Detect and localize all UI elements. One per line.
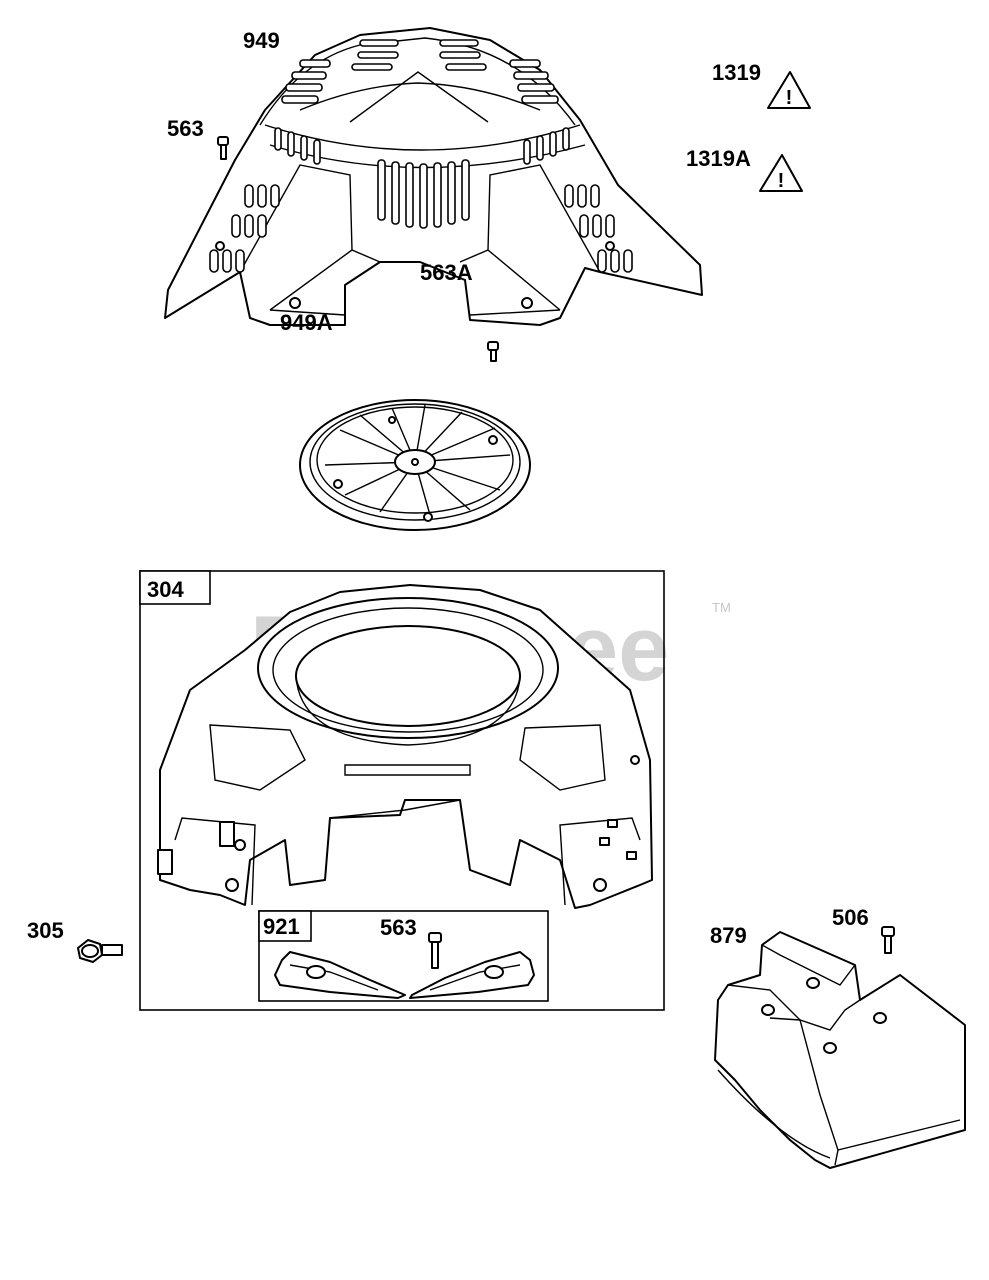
part-563-screw-top[interactable] bbox=[217, 136, 229, 160]
part-879-cover[interactable] bbox=[714, 931, 966, 1169]
warning-1319a-icon: ! bbox=[759, 154, 803, 192]
callout-305: 305 bbox=[27, 918, 64, 943]
watermark-trademark: TM bbox=[712, 600, 731, 615]
group-921-tab bbox=[258, 910, 312, 942]
callout-949a: 949A bbox=[280, 310, 333, 335]
part-304-blower-housing[interactable] bbox=[157, 584, 653, 909]
part-506-screw[interactable] bbox=[881, 926, 895, 954]
callout-1319a: 1319A bbox=[686, 146, 751, 171]
callout-563a: 563A bbox=[420, 260, 473, 285]
part-563a-screw[interactable] bbox=[487, 341, 499, 362]
callout-949: 949 bbox=[243, 28, 280, 53]
group-304-tab bbox=[139, 570, 211, 605]
callout-1319: 1319 bbox=[712, 60, 761, 85]
callout-921: 921 bbox=[263, 914, 300, 939]
shroud-vent-slots bbox=[209, 39, 633, 273]
svg-text:!: ! bbox=[778, 170, 785, 192]
callout-879: 879 bbox=[710, 923, 747, 948]
callout-563-top: 563 bbox=[167, 116, 204, 141]
group-921-frame bbox=[258, 910, 549, 1002]
part-949a-fan-screen[interactable] bbox=[299, 399, 531, 531]
part-305-flange-bolt[interactable] bbox=[77, 939, 123, 963]
part-921-baffle-right[interactable] bbox=[409, 951, 535, 999]
callout-563-inner: 563 bbox=[380, 915, 417, 940]
group-304-frame bbox=[139, 570, 665, 1011]
part-949-shroud[interactable] bbox=[164, 27, 703, 326]
part-921-baffle-left[interactable] bbox=[274, 951, 406, 999]
callout-304: 304 bbox=[147, 577, 184, 602]
svg-text:!: ! bbox=[786, 87, 793, 109]
part-563-screw-inner[interactable] bbox=[428, 932, 442, 969]
callout-506: 506 bbox=[832, 905, 869, 930]
warning-1319-icon: ! bbox=[767, 71, 811, 109]
